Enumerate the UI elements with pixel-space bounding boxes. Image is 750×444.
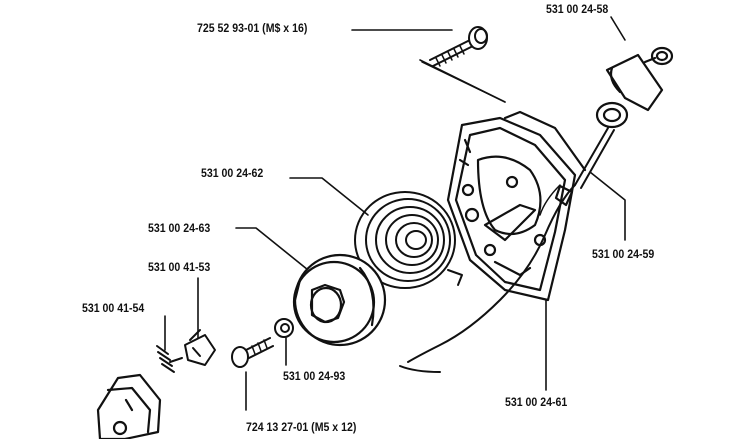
leader-pulley: [235, 227, 319, 279]
leader-spring: [289, 177, 369, 216]
pawl-part: [184, 329, 216, 366]
label-screw-m5: 724 13 27-01 (M5 x 12): [246, 420, 357, 434]
pulley-part: [292, 253, 387, 347]
label-washer: 531 00 24-93: [283, 369, 346, 383]
label-pawl-spring: 531 00 41-54: [82, 301, 145, 315]
rope-part: [399, 127, 615, 373]
hub-part: [96, 373, 162, 441]
housing-part: [446, 110, 587, 302]
spring-part: [354, 191, 463, 289]
label-handle: 531 00 24-58: [546, 2, 609, 16]
bolt-m8-part: [421, 26, 506, 103]
pawl-spring-part: [156, 345, 183, 373]
leader-handle: [610, 16, 626, 41]
label-pawl: 531 00 41-53: [148, 260, 211, 274]
washer-part: [274, 318, 294, 338]
label-spring: 531 00 24-62: [201, 166, 264, 180]
label-pulley: 531 00 24-63: [148, 221, 211, 235]
label-bolt-m8: 725 52 93-01 (M$ x 16): [197, 21, 308, 35]
handle-part: [595, 46, 674, 129]
screw-m5-part: [231, 337, 274, 368]
leader-rope: [589, 171, 626, 241]
leader-lines: [164, 16, 626, 411]
label-housing: 531 00 24-61: [505, 395, 568, 409]
label-rope: 531 00 24-59: [592, 247, 655, 261]
